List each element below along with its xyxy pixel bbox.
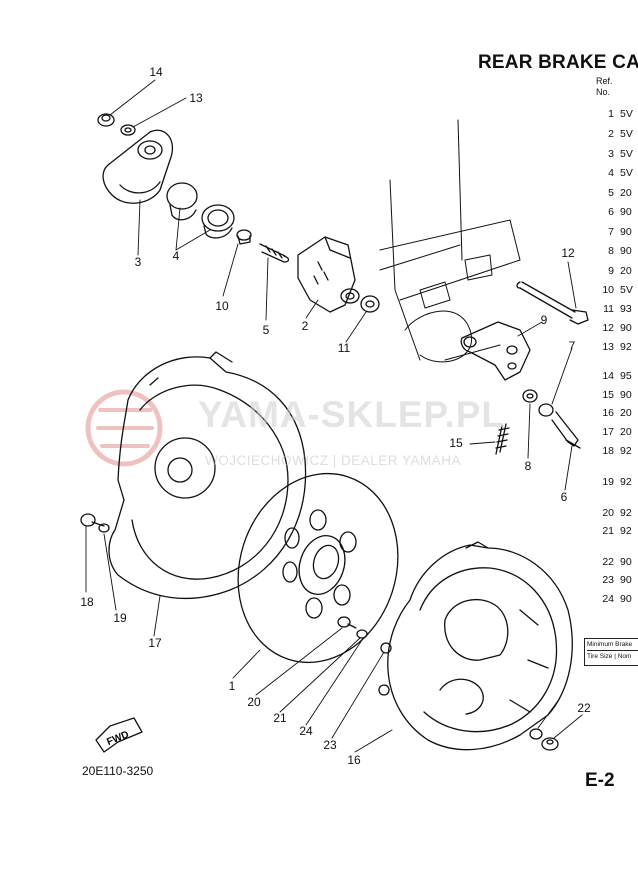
part-19-washer [98, 523, 110, 533]
callout-label: 2 [301, 319, 309, 333]
callout-label: 10 [215, 299, 229, 313]
callout-label: 17 [148, 636, 162, 650]
part-13-washer [120, 124, 136, 136]
watermark-title: YAMA-SKLEP.PL [198, 394, 506, 435]
no-label: No. [596, 87, 611, 97]
callout-label: 1 [228, 679, 236, 693]
part-11-washer [360, 295, 380, 313]
callout-label: 20 [247, 695, 261, 709]
part-code: 20E110-3250 [82, 764, 154, 778]
callout-label: 7 [568, 339, 576, 353]
callout-label: 8 [524, 459, 532, 473]
forward-arrow-icon [95, 717, 143, 753]
part-16-outer-cover [378, 541, 573, 751]
callout-label: 21 [273, 711, 287, 725]
callout-leaders [85, 79, 583, 753]
part-17-inner-cover [108, 351, 307, 599]
page-code: E-2 [585, 770, 615, 791]
part-21-washer [356, 629, 368, 639]
spec-box: Minimum Brake Tire Size | Nom [584, 638, 638, 666]
watermark-logo-icon [85, 389, 163, 467]
callout-label: 4 [172, 249, 180, 263]
part-1-brake-disc [237, 472, 399, 664]
callout-label: 6 [560, 490, 568, 504]
fwd-label: FWD [105, 729, 130, 748]
part-7-nut [538, 403, 554, 417]
callout-label: 23 [323, 738, 337, 752]
ref-label: Ref. [596, 76, 613, 86]
frame-outline [379, 119, 521, 363]
callout-label: 19 [113, 611, 127, 625]
callout-label: 22 [577, 701, 591, 715]
spec-box-line-1: Minimum Brake [587, 641, 633, 648]
part-15-spring [495, 423, 510, 455]
part-22-nut [541, 737, 559, 751]
spec-box-line-2: Tire Size | Nom [587, 650, 638, 662]
part-2-caliper-body [297, 236, 360, 313]
part-12-bolt [516, 281, 589, 325]
callout-label: 5 [262, 323, 270, 337]
part-18-bolt [80, 513, 105, 527]
part-9-bracket [460, 321, 531, 381]
part-14-nut [97, 113, 115, 127]
part-6-bolt [551, 411, 581, 449]
part-8-washer [522, 389, 538, 403]
callout-label: 16 [347, 753, 361, 767]
part-4-seal [166, 182, 235, 239]
ref-column-header: Ref. No. [596, 76, 613, 98]
callout-label: 13 [189, 91, 203, 105]
part-20-bolt [337, 616, 357, 629]
watermark-subtitle: WOJCIECHOWICZ | DEALER YAMAHA [205, 453, 462, 468]
part-23-washer [529, 728, 543, 740]
callout-label: 9 [540, 313, 548, 327]
callout-label: 12 [561, 246, 575, 260]
callout-label: 3 [134, 255, 142, 269]
part-10-camshaft [236, 229, 290, 263]
part-3-cam-lever [102, 129, 174, 204]
callout-label: 18 [80, 595, 94, 609]
callout-label: 15 [449, 436, 463, 450]
part-24-washer [380, 642, 392, 654]
callout-label: 14 [149, 65, 163, 79]
callout-label: 24 [299, 724, 313, 738]
callout-label: 11 [337, 341, 351, 355]
page-title: REAR BRAKE CA [478, 52, 638, 73]
